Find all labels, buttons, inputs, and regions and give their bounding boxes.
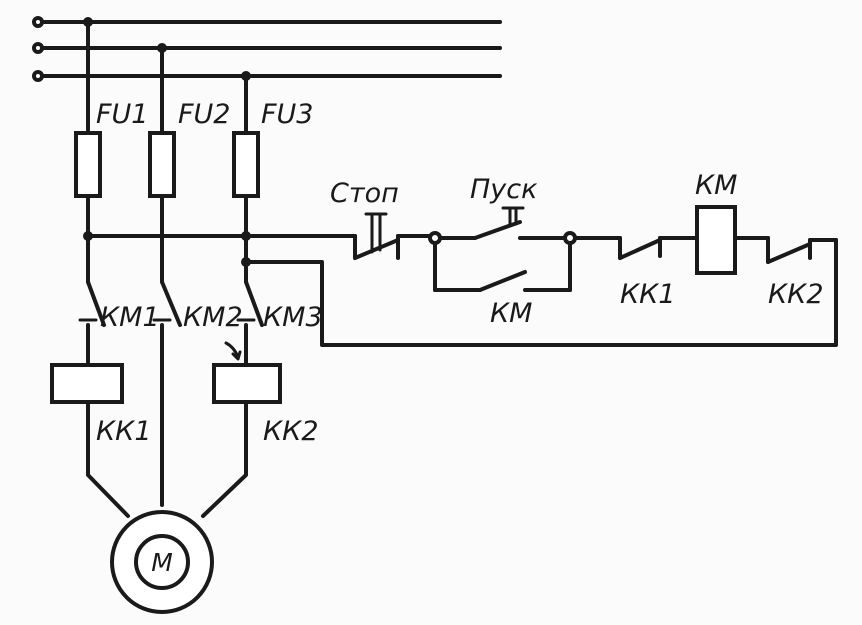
supply-buses bbox=[32, 16, 502, 82]
fuse-fu3 bbox=[232, 131, 260, 198]
label-kk2-heater: КК2 bbox=[263, 416, 319, 447]
label-km-coil: КМ bbox=[695, 170, 737, 201]
label-kk1-contact: КК1 bbox=[620, 279, 676, 310]
fuses bbox=[74, 131, 260, 198]
label-kk1-heater: КК1 bbox=[96, 416, 152, 447]
control-circuit bbox=[83, 205, 838, 347]
label-motor: М bbox=[151, 548, 173, 577]
thermal-contact-kk1 bbox=[573, 236, 699, 260]
label-fu1: FU1 bbox=[96, 99, 148, 130]
label-km1: КМ1 bbox=[100, 302, 160, 333]
fuse-fu2 bbox=[148, 131, 176, 198]
fuse-fu1 bbox=[74, 131, 102, 198]
stop-button bbox=[353, 212, 437, 260]
label-stop: Стоп bbox=[330, 178, 399, 209]
main-contacts bbox=[78, 280, 264, 507]
label-km-holding: КМ bbox=[490, 298, 532, 329]
motor bbox=[110, 510, 214, 614]
label-km3: КМ3 bbox=[263, 302, 323, 333]
heater-kk2 bbox=[212, 363, 282, 404]
label-fu3: FU3 bbox=[261, 99, 313, 130]
holding-contact-km bbox=[433, 241, 572, 292]
contactor-coil-km bbox=[695, 205, 737, 275]
thermal-contact-kk2 bbox=[733, 236, 838, 264]
label-start: Пуск bbox=[470, 174, 538, 205]
start-button bbox=[438, 206, 567, 240]
label-fu2: FU2 bbox=[178, 99, 230, 130]
heater-kk1 bbox=[50, 363, 124, 404]
label-kk2-contact: КК2 bbox=[768, 279, 824, 310]
label-km2: КМ2 bbox=[183, 302, 243, 333]
motor-leads bbox=[86, 400, 248, 518]
